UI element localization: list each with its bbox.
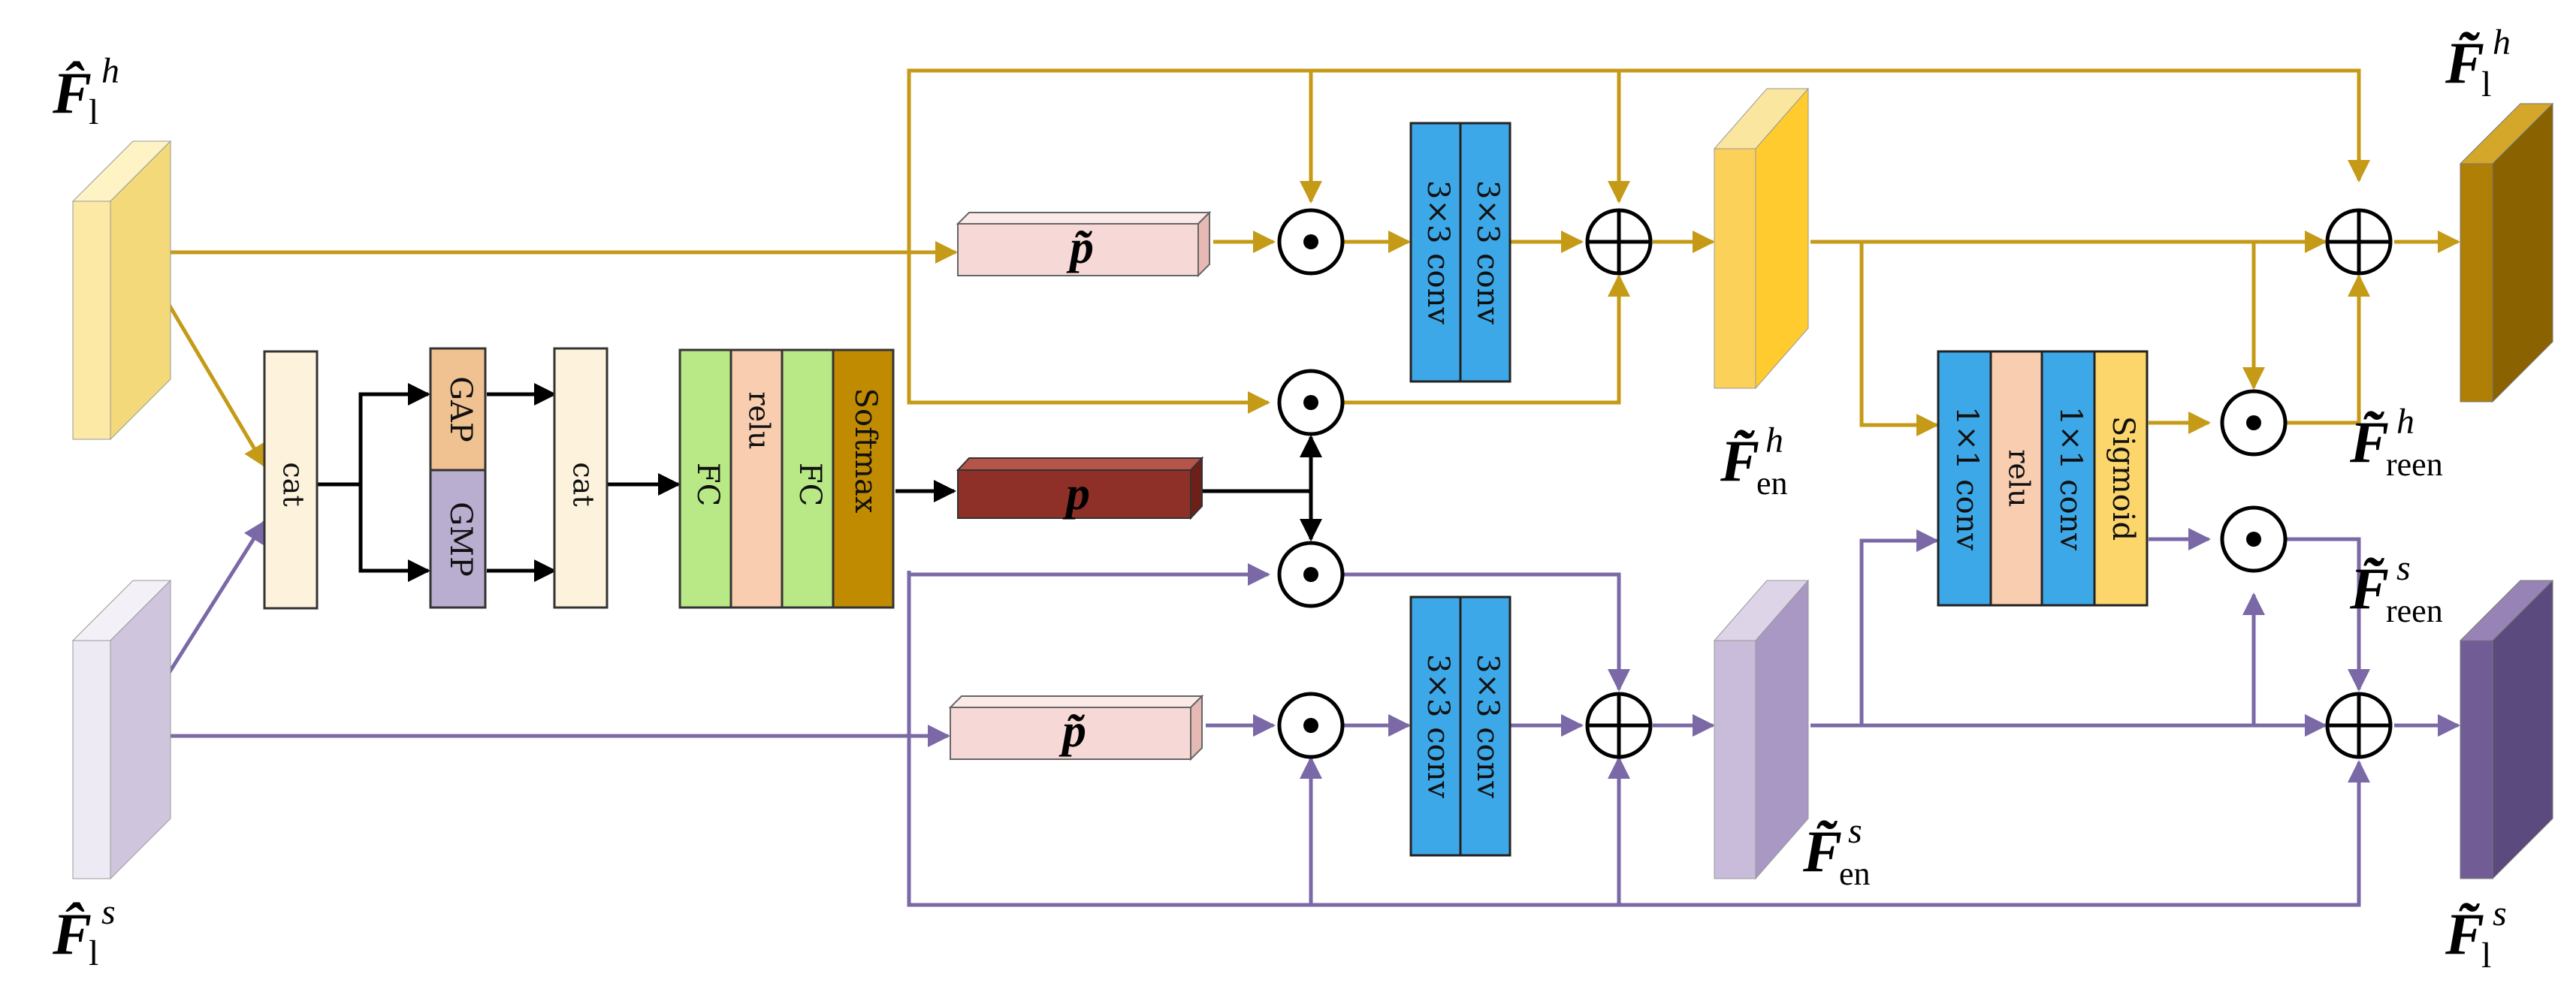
gap-label: GAP — [443, 376, 478, 442]
gold-input-to-cat — [152, 278, 267, 468]
attention-block: 1×1 conv relu 1×1 conv Sigmoid — [1937, 350, 2149, 607]
cat-block-1: cat — [263, 350, 319, 610]
out-s-sup: s — [2493, 894, 2507, 933]
p-tilde-label-bottom: p̃ — [1058, 704, 1086, 757]
p-tilde-block-bottom: p̃ — [948, 694, 1204, 761]
gmp-label: GMP — [443, 502, 478, 577]
gap-gmp-block: GAP GMP — [429, 347, 487, 609]
input-feature-s — [71, 579, 172, 880]
gold-midmul-to-add — [1343, 274, 1630, 405]
add-node-top-gold — [1585, 208, 1653, 276]
cat-label-1: cat — [277, 462, 310, 506]
relu-label-2: relu — [2003, 449, 2036, 507]
p-tilde-label-top: p̃ — [1066, 220, 1094, 273]
reen-h-base: F̃ — [2349, 409, 2389, 475]
gold-top-rail — [907, 68, 2370, 390]
mul-node-bottom-purple — [1277, 692, 1345, 759]
gold-en-to-attention — [1859, 242, 1939, 436]
out-h-base: F̃ — [2445, 30, 2484, 95]
in-s-sub: l — [89, 933, 98, 973]
out-s-sub: l — [2481, 936, 2491, 975]
feature-label-en-h: F̃ en h — [1720, 421, 1788, 502]
input-feature-h — [71, 140, 172, 441]
out-h-sup: h — [2493, 23, 2511, 62]
black-cat-split-lower — [358, 484, 430, 582]
output-feature-s — [2459, 579, 2554, 880]
fc-softmax-block: FC relu FC Softmax — [678, 348, 895, 609]
in-s-sup: s — [101, 892, 116, 932]
purple-midmul-to-add — [1343, 572, 1630, 692]
enhanced-feature-s — [1713, 579, 1810, 880]
p-label: p — [1062, 466, 1090, 520]
in-h-sup: h — [101, 51, 119, 91]
black-cat-split — [318, 383, 430, 487]
purple-en-to-attention — [1859, 529, 1939, 725]
en-h-base: F̃ — [1720, 428, 1759, 493]
feature-label-en-s: F̃ en s — [1802, 811, 1871, 892]
feature-label-reen-h: F̃ reen h — [2349, 402, 2443, 483]
conv-label-a: 3×3 conv — [1421, 180, 1455, 324]
fc-label-2: FC — [793, 463, 827, 506]
en-s-base: F̃ — [1802, 819, 1842, 884]
purple-reen-to-add — [2286, 537, 2370, 692]
mul-node-mid-gold — [1277, 369, 1345, 436]
in-h-base: F̂ — [52, 60, 92, 125]
en-s-sub: en — [1839, 855, 1871, 892]
add-node-out-purple — [2325, 692, 2393, 759]
gold-branch-mul-mid — [907, 390, 1270, 414]
relu-label-1: relu — [743, 391, 776, 449]
feature-label-out-s: F̃ l s — [2445, 894, 2507, 975]
mul-node-reen-purple — [2220, 505, 2288, 573]
add-node-bottom-purple — [1585, 692, 1653, 759]
conv3x3-block-top: 3×3 conv 3×3 conv — [1409, 122, 1511, 383]
cat-block-2: cat — [553, 347, 609, 609]
feature-label-in-s: F̂ l s — [52, 892, 116, 973]
enhanced-feature-h — [1713, 87, 1810, 390]
reen-h-sup: h — [2396, 402, 2414, 442]
gold-reen-to-add — [2286, 274, 2370, 425]
conv-label-c: 3×3 conv — [1421, 654, 1455, 798]
conv1x1-label-b: 1×1 conv — [2053, 406, 2088, 550]
en-h-sup: h — [1765, 421, 1783, 460]
en-h-sub: en — [1756, 465, 1788, 502]
in-h-sub: l — [89, 92, 98, 132]
conv1x1-label-a: 1×1 conv — [1949, 406, 1984, 550]
sigmoid-label: Sigmoid — [2106, 416, 2140, 541]
feature-label-out-h: F̃ l h — [2445, 23, 2511, 104]
cat-label-2: cat — [567, 462, 600, 506]
mul-node-reen-gold — [2220, 389, 2288, 457]
conv3x3-block-bottom: 3×3 conv 3×3 conv — [1409, 596, 1511, 857]
conv-label-d: 3×3 conv — [1470, 654, 1505, 798]
output-feature-h — [2459, 102, 2554, 403]
feature-label-in-h: F̂ l h — [52, 51, 119, 132]
mul-node-top-gold — [1277, 208, 1345, 276]
p-tilde-block-top: p̃ — [956, 210, 1212, 278]
in-s-base: F̂ — [52, 901, 92, 966]
purple-branch-mul-mid — [907, 563, 1270, 586]
add-node-out-gold — [2325, 208, 2393, 276]
conv-label-b: 3×3 conv — [1470, 180, 1505, 324]
en-s-sup: s — [1848, 811, 1862, 851]
reen-s-base: F̃ — [2349, 556, 2389, 621]
reen-s-sup: s — [2396, 548, 2411, 588]
out-s-base: F̃ — [2445, 901, 2484, 966]
reen-h-sub: reen — [2386, 446, 2443, 483]
p-block: p — [956, 456, 1204, 520]
softmax-label: Softmax — [848, 388, 883, 514]
fc-label-1: FC — [690, 463, 725, 506]
out-h-sub: l — [2481, 65, 2491, 104]
feature-label-reen-s: F̃ reen s — [2349, 548, 2443, 629]
reen-s-sub: reen — [2386, 593, 2443, 629]
operator-nodes — [1277, 208, 2393, 759]
connector-lines — [127, 68, 2460, 907]
mul-node-mid-purple — [1277, 541, 1345, 608]
